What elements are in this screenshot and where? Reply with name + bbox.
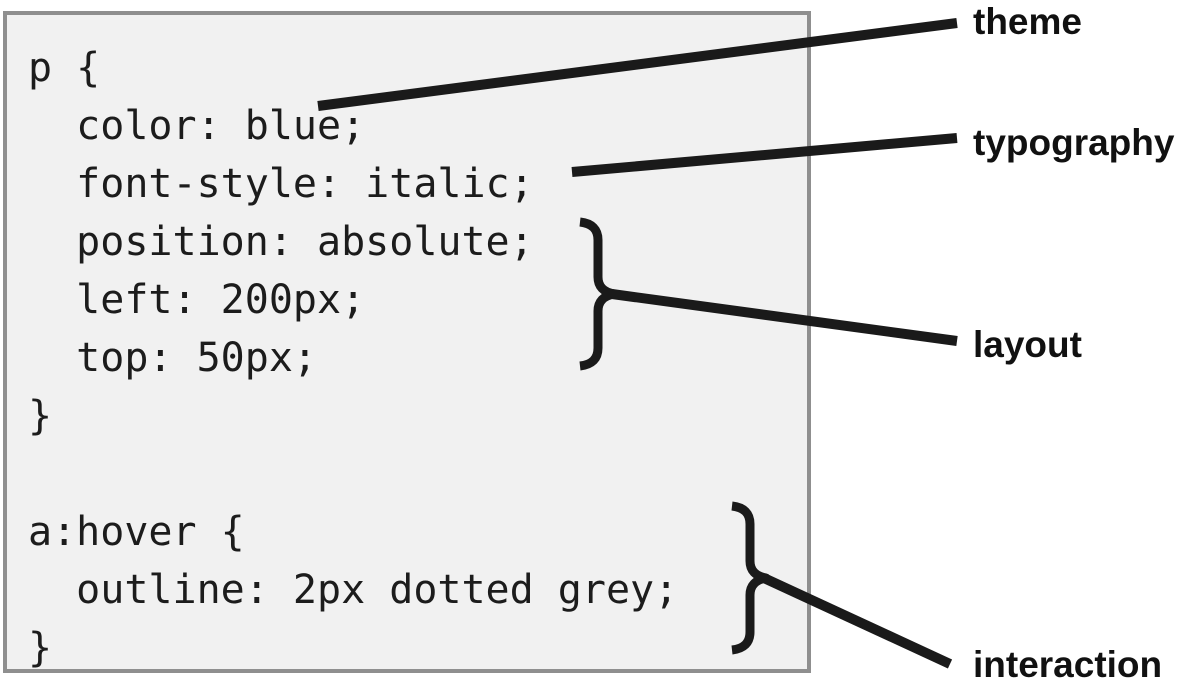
label-layout: layout	[973, 324, 1082, 365]
label-typography: typography	[973, 122, 1175, 163]
css-code-box: p { color: blue; font-style: italic; pos…	[3, 11, 811, 673]
code-line-selector-p: p {	[28, 45, 101, 91]
code-line-color: color: blue;	[28, 103, 366, 149]
code-line-position: position: absolute;	[28, 219, 534, 265]
code-line-close-brace-a: }	[28, 625, 53, 671]
css-code-block: p { color: blue; font-style: italic; pos…	[28, 39, 678, 677]
code-line-font-style: font-style: italic;	[28, 161, 534, 207]
code-line-blank	[28, 445, 678, 503]
code-line-selector-a-hover: a:hover {	[28, 509, 245, 555]
label-theme: theme	[973, 1, 1082, 42]
label-interaction: interaction	[973, 644, 1163, 684]
code-line-outline: outline: 2px dotted grey;	[28, 567, 679, 613]
code-line-top: top: 50px;	[28, 335, 317, 381]
code-line-close-brace-p: }	[28, 393, 53, 439]
code-line-left: left: 200px;	[28, 277, 366, 323]
